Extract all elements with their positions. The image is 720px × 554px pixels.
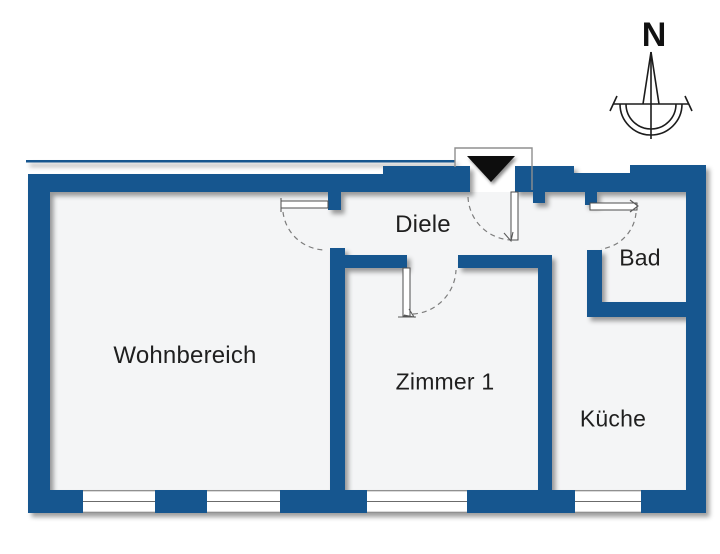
compass-needle xyxy=(642,51,660,105)
apartment-floor xyxy=(50,192,686,490)
wall-diele-zimmer1-right xyxy=(458,255,540,268)
entrance-triangle-icon xyxy=(467,156,515,182)
window-wohnbereich-1 xyxy=(83,490,155,513)
wall-top-right-b xyxy=(574,173,630,192)
entrance-marker xyxy=(454,147,533,190)
room-label-kueche: Küche xyxy=(579,405,647,432)
wall-stub-bad-door xyxy=(585,192,597,205)
wall-top-right-a xyxy=(515,166,574,192)
window-zimmer1 xyxy=(367,490,467,513)
wall-diele-zimmer1-left xyxy=(345,255,407,268)
entrance-swing-arrow xyxy=(503,231,514,243)
windows xyxy=(83,490,641,513)
compass-bowl-outer xyxy=(619,103,683,136)
wall-bad-bottom xyxy=(587,302,686,317)
room-label-bad: Bad xyxy=(619,244,661,271)
wall-top-main xyxy=(28,174,383,192)
entrance-door-leaf xyxy=(510,191,519,241)
wall-stub-entrance-right xyxy=(533,192,545,203)
doors xyxy=(280,191,639,318)
compass-end-ticks xyxy=(609,95,693,112)
window-wohnbereich-2 xyxy=(207,490,280,513)
wohnbereich-door-swing xyxy=(282,211,327,251)
bad-door-leaf xyxy=(589,202,638,211)
wohnbereich-door-leaf xyxy=(280,200,329,209)
entrance-frame xyxy=(454,147,533,190)
bad-door-swing xyxy=(600,212,637,250)
bad-leaf-arrow xyxy=(629,199,639,213)
wall-outer-right xyxy=(686,165,706,513)
room-label-zimmer1: Zimmer 1 xyxy=(395,368,495,395)
wall-bad-left xyxy=(587,250,602,317)
wall-outer-left xyxy=(28,174,50,513)
window-kueche xyxy=(575,490,641,513)
compass-north-label: N xyxy=(642,16,667,54)
room-label-wohnbereich: Wohnbereich xyxy=(113,342,257,369)
wall-zimmer1-kueche xyxy=(538,255,552,490)
zimmer1-door-leaf xyxy=(402,267,411,317)
wall-roof-line xyxy=(26,160,455,163)
zimmer1-leaf-endcap xyxy=(398,308,416,318)
compass-bowl-inner xyxy=(625,103,677,130)
wall-stub-wohnbereich-door xyxy=(328,192,341,210)
wall-wohnbereich-divider xyxy=(330,248,345,490)
walls xyxy=(26,160,706,513)
north-compass-icon: N xyxy=(609,16,693,139)
wall-top-raised-left xyxy=(383,166,470,192)
room-label-diele: Diele xyxy=(395,211,451,238)
